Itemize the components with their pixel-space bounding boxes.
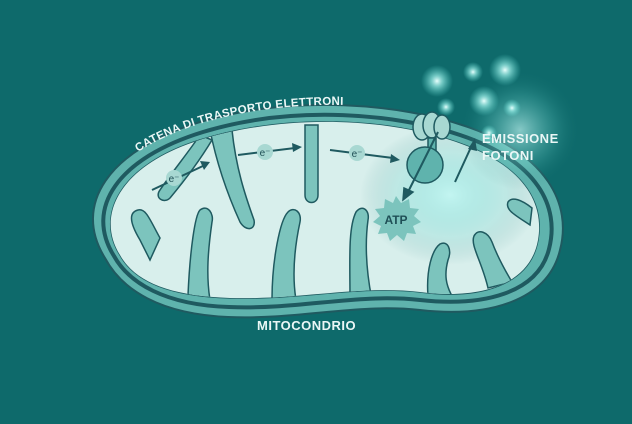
electron-icon: [166, 170, 182, 186]
electron-icon: [257, 144, 273, 160]
photon: [469, 86, 499, 116]
photon: [481, 125, 497, 141]
atp-badge: [373, 196, 421, 241]
photon: [463, 62, 483, 82]
mitochondrion-label: MITOCONDRIO: [257, 318, 357, 333]
electron-icon: [349, 145, 365, 161]
electron-label: e⁻: [169, 174, 180, 185]
photon: [489, 54, 521, 86]
photon-emission-label-line2: FOTONI: [482, 148, 534, 163]
atp-synthase-icon: [402, 111, 451, 202]
photon-emission-label: EMISSIONE FOTONI: [482, 130, 559, 164]
photon: [437, 98, 455, 116]
photon: [503, 99, 521, 117]
photon-emission-label-line1: EMISSIONE: [482, 131, 559, 146]
electron-label: e⁻: [260, 148, 271, 159]
photon-arrow-icon: [454, 138, 477, 183]
photon-emission: [421, 54, 580, 190]
electron-label: e⁻: [352, 149, 363, 160]
electron-badges: [166, 144, 365, 186]
photon: [421, 65, 453, 97]
atp-label: ATP: [384, 213, 407, 227]
